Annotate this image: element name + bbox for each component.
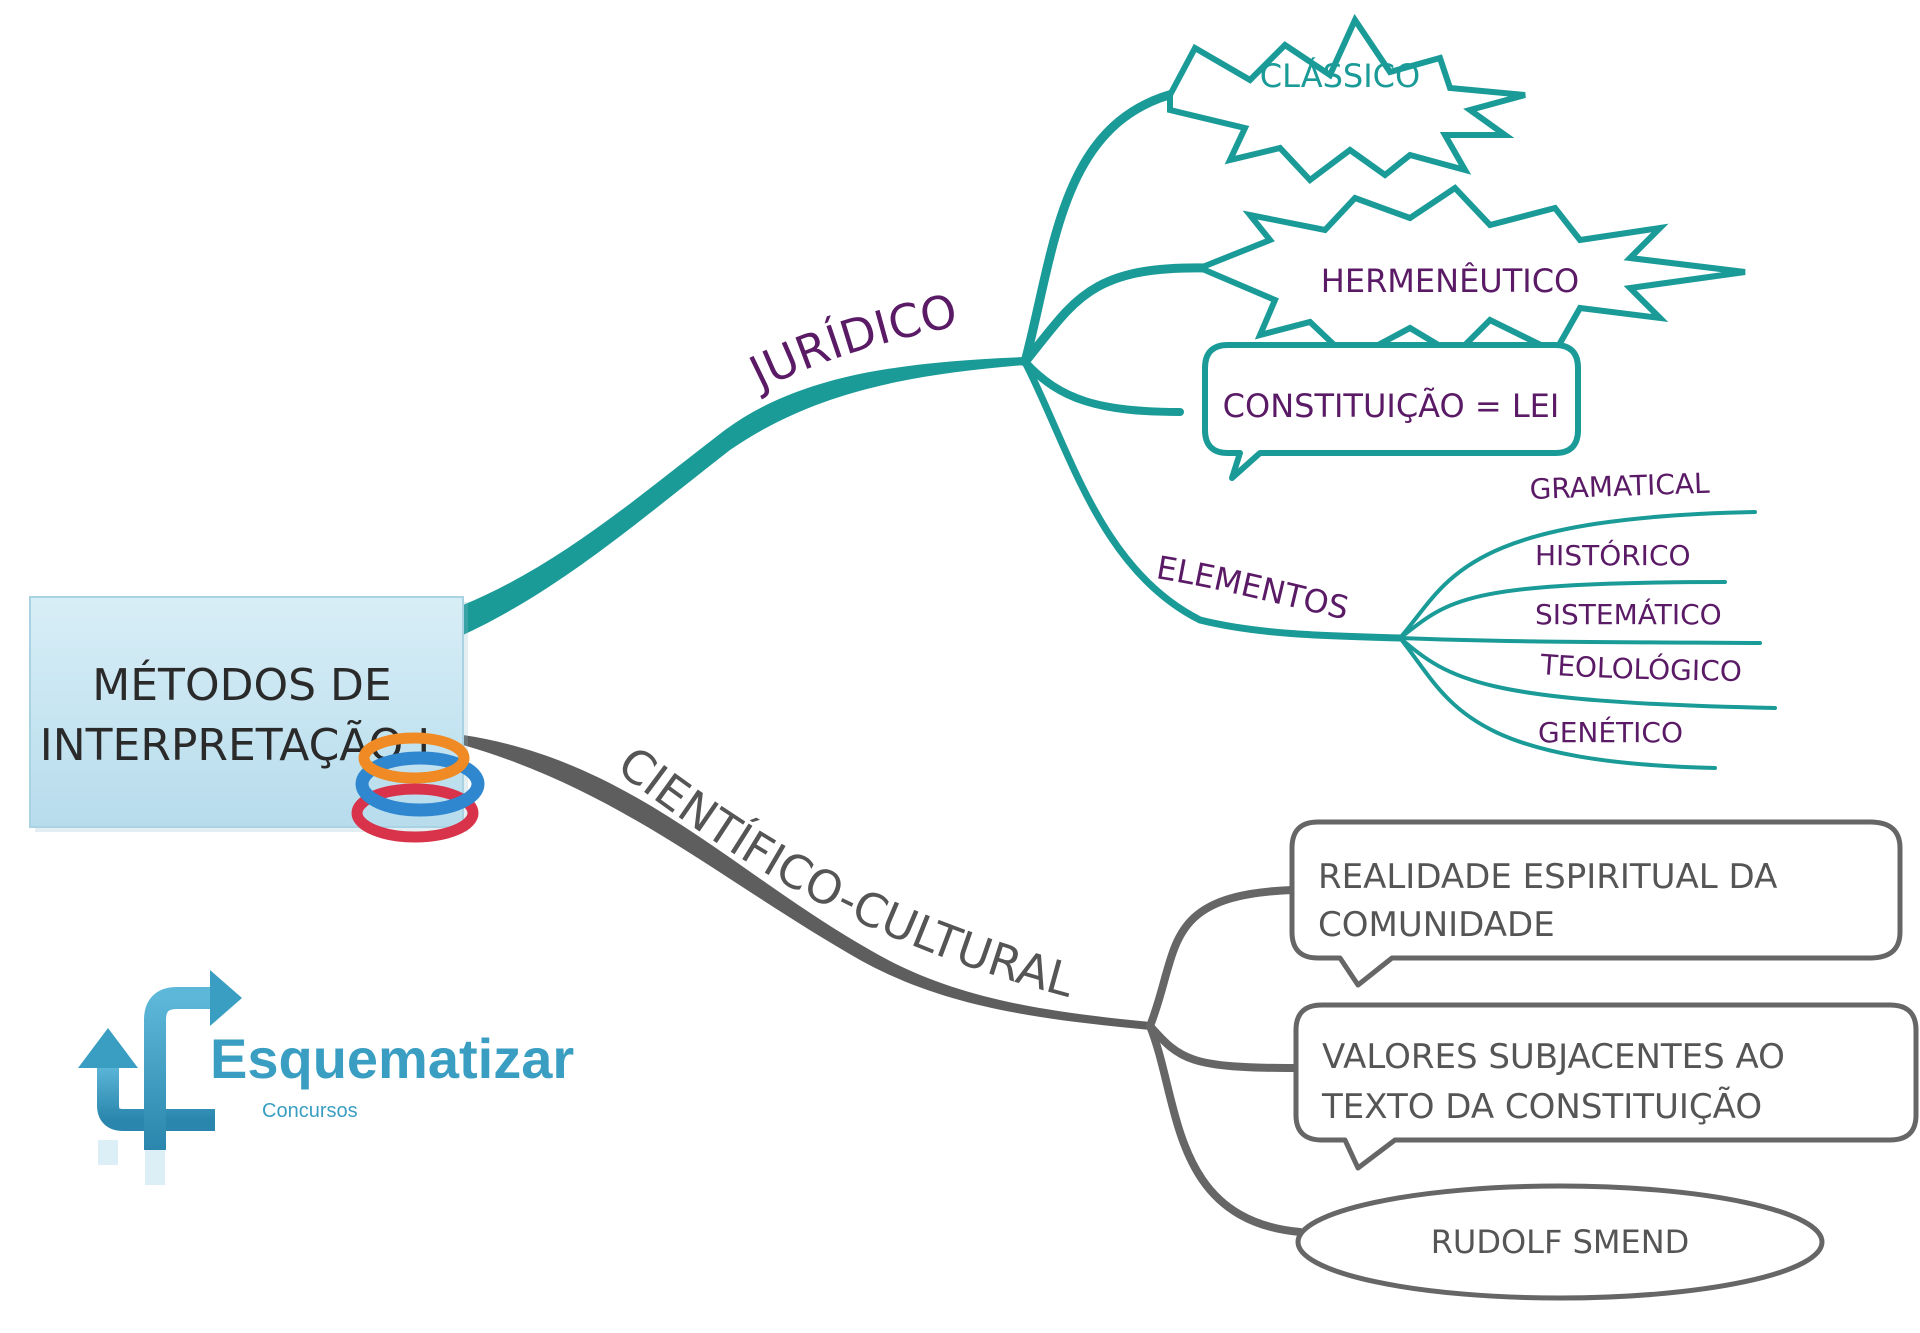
logo-arrows-icon [78, 970, 242, 1185]
classico-node: CLÁSSICO [1167, 13, 1526, 185]
rudolf-node: RUDOLF SMEND [1295, 1183, 1825, 1301]
rudolf-label: RUDOLF SMEND [1431, 1223, 1690, 1261]
constituicao-label: CONSTITUIÇÃO = LEI [1223, 387, 1560, 425]
elementos-label: ELEMENTOS [1154, 548, 1353, 627]
elemento-teolologico: TEOLOLÓGICO [1538, 648, 1742, 688]
elemento-genetico: GENÉTICO [1538, 715, 1683, 749]
elementos-list: GRAMATICAL HISTÓRICO SISTEMÁTICO TEOLOLÓ… [1529, 467, 1742, 749]
esquematizar-logo: Esquematizar Concursos [78, 970, 574, 1185]
elemento-sistematico: SISTEMÁTICO [1535, 597, 1722, 631]
constituicao-node: CONSTITUIÇÃO = LEI [1202, 342, 1581, 481]
logo-tagline: Concursos [262, 1100, 358, 1122]
elemento-gramatical: GRAMATICAL [1529, 467, 1710, 506]
central-node-line1: MÉTODOS DE [92, 658, 391, 711]
juridico-branch-lines [463, 87, 1777, 770]
realidade-line1: REALIDADE ESPIRITUAL DA [1318, 857, 1777, 897]
elemento-historico: HISTÓRICO [1535, 538, 1691, 572]
hermeneutico-node: HERMENÊUTICO [1192, 184, 1746, 364]
logo-name: Esquematizar [210, 1027, 574, 1090]
realidade-line2: COMUNIDADE [1318, 905, 1555, 945]
hermeneutico-label: HERMENÊUTICO [1321, 262, 1579, 300]
valores-line2: TEXTO DA CONSTITUIÇÃO [1321, 1087, 1762, 1127]
rings-icon [351, 732, 485, 843]
cientifico-label: CIENTÍFICO-CULTURAL [608, 736, 1080, 1008]
valores-node: VALORES SUBJACENTES AO TEXTO DA CONSTITU… [1293, 1002, 1919, 1171]
central-node: MÉTODOS DE INTERPRETAÇÃO I [29, 596, 468, 832]
realidade-node: REALIDADE ESPIRITUAL DA COMUNIDADE [1289, 819, 1903, 988]
cientifico-branch-lines [463, 735, 1304, 1236]
classico-label: CLÁSSICO [1260, 57, 1420, 95]
valores-line1: VALORES SUBJACENTES AO [1322, 1037, 1785, 1077]
